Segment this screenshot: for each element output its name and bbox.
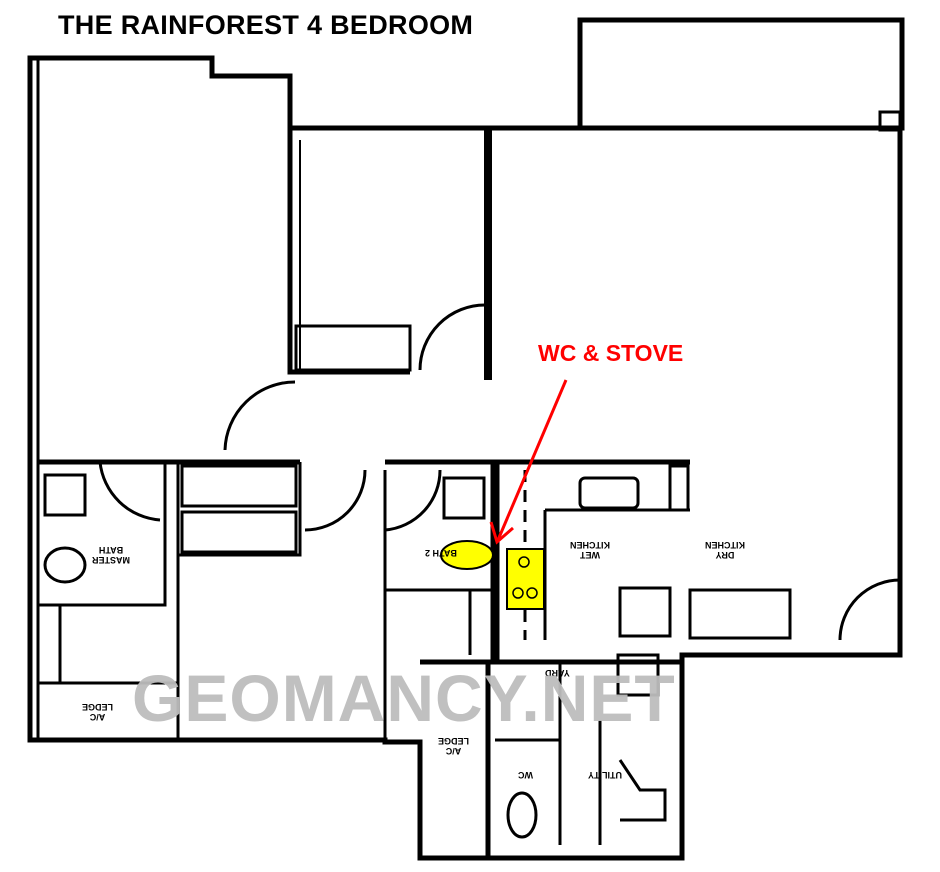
label-line: DRY bbox=[715, 550, 735, 560]
label-line: BATH bbox=[98, 545, 124, 555]
label-line: A/C bbox=[89, 712, 106, 722]
room-label-bath2: BATH 2 bbox=[425, 548, 457, 558]
wc-toilet-highlight bbox=[440, 540, 494, 570]
label-line: MASTER bbox=[92, 555, 130, 565]
stove-highlight bbox=[506, 548, 545, 610]
label-line: KITCHEN bbox=[705, 540, 745, 550]
wardrobe bbox=[294, 324, 412, 372]
balcony bbox=[577, 17, 905, 131]
label-line: KITCHEN bbox=[570, 540, 610, 550]
room-label-wc: WC bbox=[518, 770, 533, 780]
watermark: GEOMANCY.NET bbox=[132, 661, 676, 735]
plan-title: THE RAINFOREST 4 BEDROOM bbox=[58, 10, 474, 40]
wc-stove-annotation: WC & STOVE bbox=[538, 340, 684, 366]
label-line: LEDGE bbox=[82, 702, 114, 712]
label-line: A/C bbox=[445, 746, 462, 756]
room-label-utility: UTILITY bbox=[588, 770, 622, 780]
stove-burner bbox=[518, 556, 530, 568]
label-line: WET bbox=[580, 550, 600, 560]
annotation-arrow bbox=[489, 379, 568, 545]
label-line: LEDGE bbox=[438, 736, 470, 746]
stove-burner bbox=[512, 587, 524, 599]
walls bbox=[27, 17, 905, 861]
door-swing bbox=[418, 303, 486, 371]
outer-wall bbox=[27, 55, 903, 861]
stove-burner bbox=[526, 587, 538, 599]
